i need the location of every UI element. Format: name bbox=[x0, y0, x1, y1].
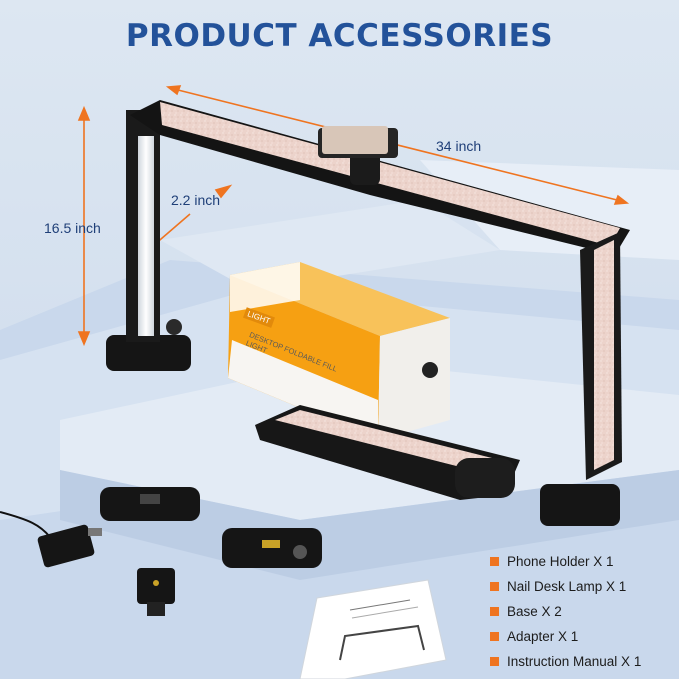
bullet-icon bbox=[490, 582, 499, 591]
bullet-icon bbox=[490, 607, 499, 616]
adapter-icon bbox=[0, 511, 102, 568]
accessory-label: Adapter X 1 bbox=[507, 629, 579, 644]
folded-lamp bbox=[255, 405, 520, 500]
phone-holder-mount bbox=[318, 126, 398, 185]
accessory-item-base: Base X 2 bbox=[490, 599, 641, 624]
bullet-icon bbox=[490, 632, 499, 641]
accessory-label: Instruction Manual X 1 bbox=[507, 654, 642, 669]
accessory-item-adapter: Adapter X 1 bbox=[490, 624, 641, 649]
accessory-label: Phone Holder X 1 bbox=[507, 554, 614, 569]
depth-dimension-label: 2.2 inch bbox=[171, 192, 221, 208]
accessory-label: Nail Desk Lamp X 1 bbox=[507, 579, 627, 594]
height-dimension-label: 16.5 inch bbox=[44, 220, 101, 236]
manual-icon bbox=[299, 579, 447, 679]
width-dimension-label: 34 inch bbox=[436, 138, 482, 154]
accessory-item-instruction-manual: Instruction Manual X 1 bbox=[490, 649, 641, 674]
base-icon bbox=[100, 487, 322, 568]
accessory-item-phone-holder: Phone Holder X 1 bbox=[490, 549, 641, 574]
bullet-icon bbox=[490, 557, 499, 566]
accessories-list: Phone Holder X 1 Nail Desk Lamp X 1 Base… bbox=[490, 549, 641, 674]
accessory-label: Base X 2 bbox=[507, 604, 562, 619]
bullet-icon bbox=[490, 657, 499, 666]
accessory-item-nail-desk-lamp: Nail Desk Lamp X 1 bbox=[490, 574, 641, 599]
phone-holder-icon bbox=[137, 568, 175, 616]
page-title: PRODUCT ACCESSORIES bbox=[125, 18, 554, 54]
